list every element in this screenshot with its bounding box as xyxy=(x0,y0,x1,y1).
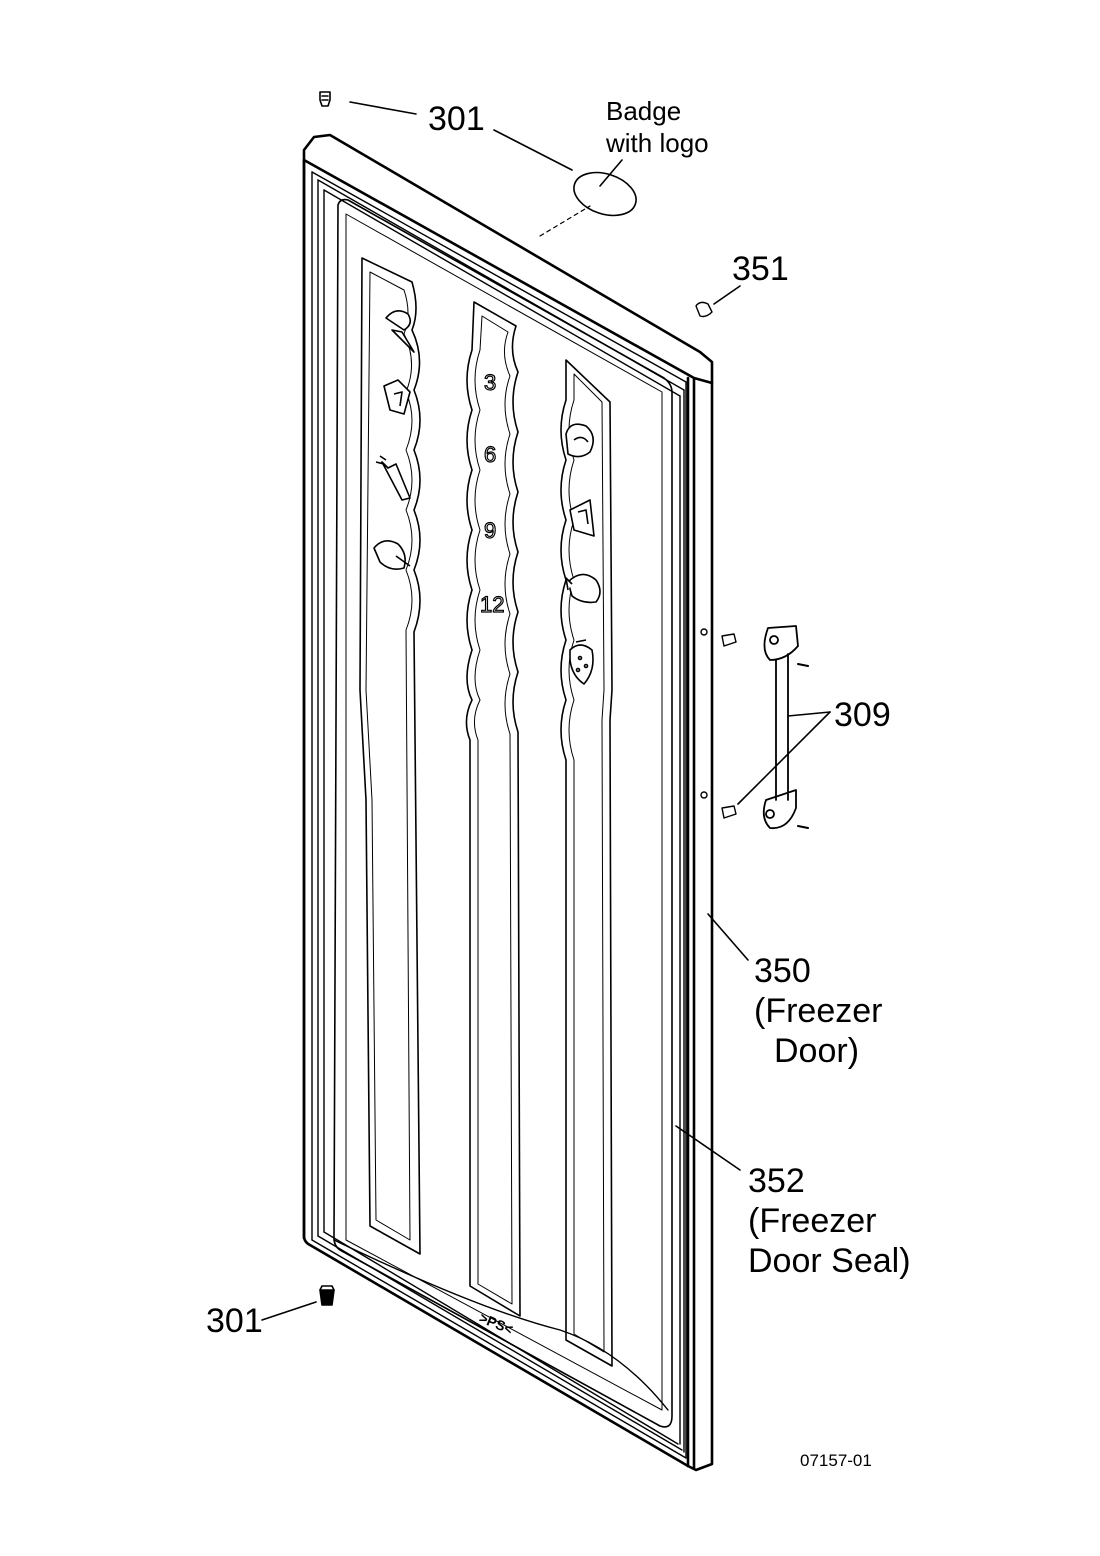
label-301-bottom: 301 xyxy=(206,1302,263,1340)
poultry-icon xyxy=(373,540,411,570)
label-351: 351 xyxy=(732,250,789,288)
meat-icon xyxy=(383,379,411,415)
label-350-line3: Door) xyxy=(774,1032,860,1070)
label-352-line3: Door Seal) xyxy=(748,1242,911,1280)
middle-panel xyxy=(465,301,521,1317)
carrot-icon xyxy=(375,455,411,501)
month-mark: 3 xyxy=(484,370,496,395)
month-marks: 3 6 9 12 xyxy=(479,369,505,617)
month-mark: 6 xyxy=(484,442,496,467)
label-352: 352 xyxy=(748,1162,805,1200)
freezer-door xyxy=(302,133,714,1472)
ice-cream-icon xyxy=(385,310,415,353)
freezer-door-seal xyxy=(311,171,687,1459)
fish-icon xyxy=(565,573,601,604)
label-350: 350 xyxy=(754,952,811,990)
badge-icon xyxy=(573,171,637,217)
hinge-cap-icon xyxy=(695,301,713,318)
sausage-icon xyxy=(565,423,594,458)
label-301-top: 301 xyxy=(428,100,485,138)
label-309: 309 xyxy=(834,696,891,734)
drawing-id: 07157-01 xyxy=(800,1451,872,1470)
label-352-line2: (Freezer xyxy=(748,1202,877,1240)
screw-top-icon xyxy=(319,91,331,107)
strawberry-icon xyxy=(569,639,594,685)
screw-bottom-icon xyxy=(319,1285,335,1306)
leader-lines xyxy=(261,101,831,1321)
label-350-line2: (Freezer xyxy=(754,992,883,1030)
month-mark: 12 xyxy=(480,592,504,617)
label-badge-line2: with logo xyxy=(606,128,709,158)
cheese-icon xyxy=(569,499,595,537)
label-badge-line1: Badge xyxy=(606,96,682,126)
month-mark: 9 xyxy=(484,518,496,543)
door-handle-icon xyxy=(721,625,809,830)
